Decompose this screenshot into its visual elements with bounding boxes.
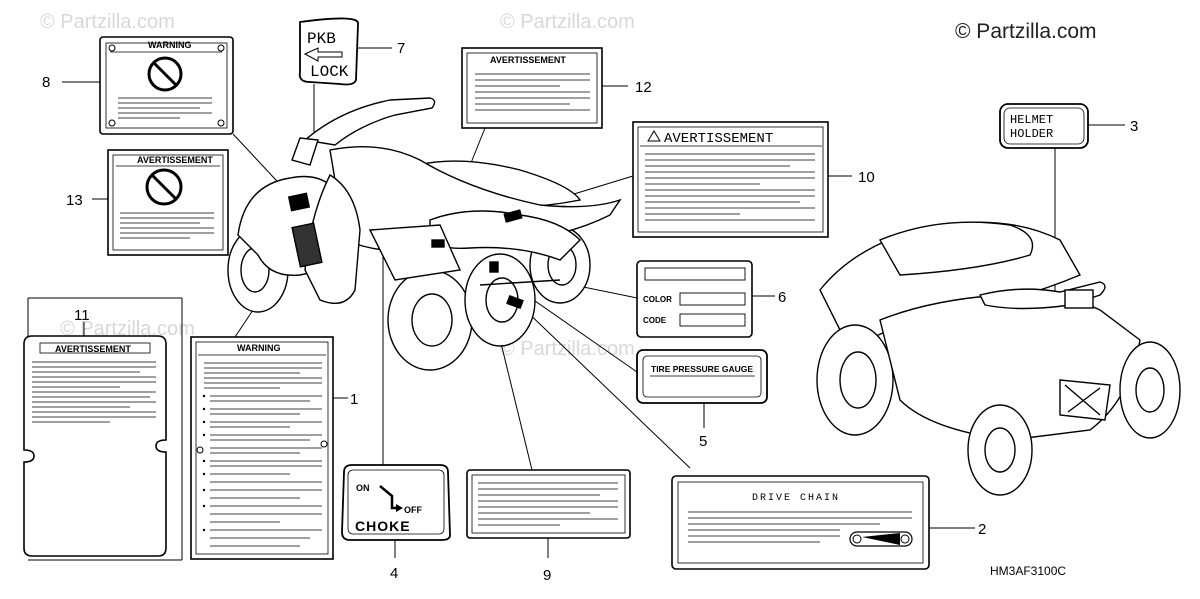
diagram-code: HM3AF3100C: [990, 564, 1066, 578]
callout-5: 5: [699, 433, 707, 450]
pkb-text: PKB: [307, 30, 336, 48]
label-10-avertissement: AVERTISSEMENT: [632, 121, 829, 238]
callout-10: 10: [858, 169, 875, 186]
callout-4: 4: [390, 565, 398, 582]
helmet-text: HELMET: [1010, 113, 1053, 127]
atv-rear-illustration: [816, 221, 1181, 496]
label-10-title: AVERTISSEMENT: [664, 131, 773, 147]
tire-pressure-text: TIRE PRESSURE GAUGE: [651, 364, 753, 374]
prohibition-icon: [145, 168, 183, 206]
choke-off-text: OFF: [404, 505, 422, 515]
label-6-color-code: COLOR CODE: [636, 260, 753, 338]
prohibition-icon: [147, 56, 183, 92]
label-4-choke: ON OFF CHOKE: [341, 464, 451, 541]
label-12-title: AVERTISSEMENT: [490, 55, 566, 65]
callout-1: 1: [350, 391, 358, 408]
label-13-title: AVERTISSEMENT: [137, 155, 213, 165]
callout-11: 11: [74, 307, 90, 324]
holder-text: HOLDER: [1010, 127, 1053, 141]
label-3-helmet-holder: HELMET HOLDER: [999, 103, 1089, 149]
atv-front-illustration: [227, 97, 622, 371]
watermark-faint: © Partzilla.com: [500, 338, 635, 360]
callout-12: 12: [635, 79, 652, 96]
label-1-title: WARNING: [237, 343, 281, 353]
label-2-drive-chain: DRIVE CHAIN: [671, 475, 930, 570]
label-8-warning: WARNING: [99, 36, 234, 135]
watermark-faint: © Partzilla.com: [40, 11, 175, 33]
callout-2: 2: [978, 521, 986, 538]
callout-9: 9: [543, 567, 551, 584]
chain-icon: [849, 531, 913, 547]
drive-chain-text: DRIVE CHAIN: [752, 493, 840, 504]
label-7-pkb-lock: PKB LOCK: [298, 17, 359, 86]
code-text: CODE: [643, 316, 667, 325]
choke-text: CHOKE: [355, 518, 411, 534]
label-12-avertissement: AVERTISSEMENT: [461, 47, 603, 129]
callout-13: 13: [66, 192, 83, 209]
watermark-brand: © Partzilla.com: [955, 20, 1097, 43]
label-8-title: WARNING: [148, 40, 192, 50]
color-text: COLOR: [643, 295, 672, 304]
watermark-faint: © Partzilla.com: [60, 318, 195, 340]
label-1-warning: WARNING: [190, 336, 334, 560]
watermark-faint: © Partzilla.com: [500, 11, 635, 33]
label-9: [466, 469, 631, 539]
label-5-tire-pressure-gauge: TIRE PRESSURE GAUGE: [636, 349, 768, 404]
lock-text: LOCK: [310, 63, 349, 81]
label-11-title: AVERTISSEMENT: [55, 344, 131, 354]
callout-7: 7: [397, 40, 405, 57]
label-11-avertissement: AVERTISSEMENT: [23, 335, 167, 557]
choke-on-text: ON: [356, 483, 370, 493]
callout-6: 6: [778, 289, 786, 306]
callout-3: 3: [1130, 118, 1138, 135]
callout-8: 8: [42, 74, 50, 91]
label-13-avertissement: AVERTISSEMENT: [107, 149, 229, 256]
